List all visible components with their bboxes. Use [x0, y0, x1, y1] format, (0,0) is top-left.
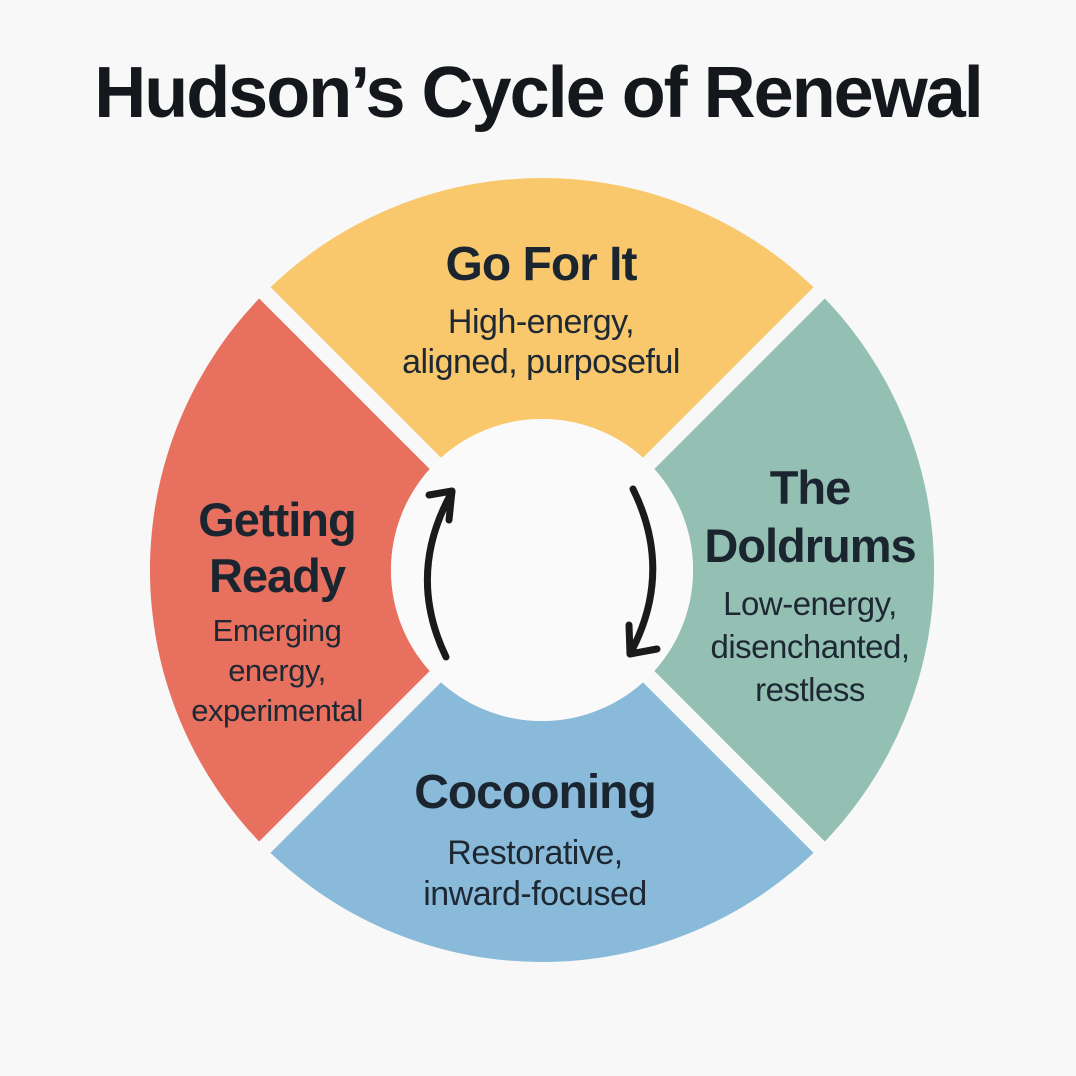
quadrant-top [264, 177, 820, 464]
stage-go-for-it-title: Go For It [445, 238, 638, 291]
cycle-arrow-down-icon [626, 485, 657, 658]
quadrant-bottom [264, 676, 820, 963]
page-title: Hudson’s Cycle of Renewal [94, 53, 984, 133]
stage-getting-ready-traits: Emerging energy, experimental [191, 613, 363, 728]
stage-go-for-it-traits: High-energy, aligned, purposeful [402, 303, 680, 381]
stage-the-doldrums-title: The Doldrums [704, 461, 916, 572]
stage-the-doldrums: The Doldrums Low-energy, disenchanted, r… [640, 459, 980, 711]
quadrant-left [149, 292, 436, 848]
stage-cocooning: Cocooning Restorative, inward-focused [300, 766, 770, 915]
quadrant-right [648, 292, 935, 848]
stage-the-doldrums-traits: Low-energy, disenchanted, restless [710, 585, 911, 708]
cycle-arrow-up-icon [424, 488, 456, 661]
stage-cocooning-traits: Restorative, inward-focused [423, 834, 647, 913]
stage-getting-ready-title: Getting Ready [198, 493, 356, 602]
inner-circle [391, 419, 693, 721]
stage-getting-ready: Getting Ready Emerging energy, experimen… [147, 492, 407, 731]
stage-cocooning-title: Cocooning [414, 766, 657, 819]
cycle-arrow-down-head-icon [625, 621, 661, 658]
stage-go-for-it: Go For It High-energy, aligned, purposef… [306, 238, 776, 382]
cycle-arrows-icon [424, 485, 661, 661]
cycle-arrow-up-head-icon [425, 487, 456, 524]
